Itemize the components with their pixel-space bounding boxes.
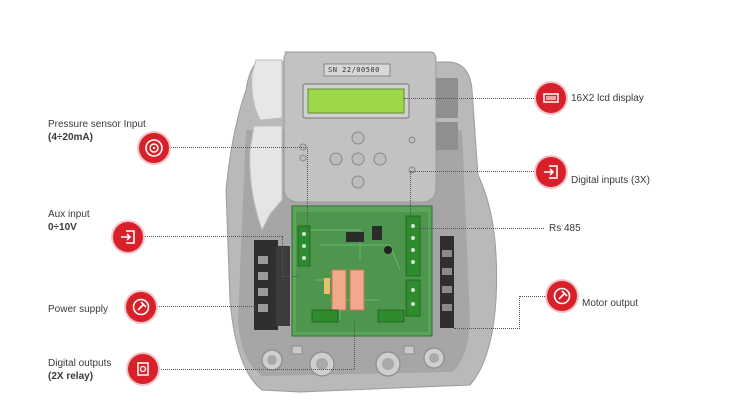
aux-input-title: Aux input [48,209,90,220]
leader-digital-in-v [410,171,411,219]
leader-motor-2 [454,328,520,329]
digital-outputs-title: Digital outputs [48,358,112,369]
pressure-sensor-title: Pressure sensor Input [48,119,146,130]
leader-motor-v [519,296,520,329]
input-arrow-icon [113,222,143,252]
leader-power [156,306,256,307]
leader-pressure [168,147,308,148]
leader-relay [158,369,354,370]
lcd-display-label: 16X2 lcd display [571,93,644,104]
leader-relay-v [354,318,355,369]
digital-outputs-label: Digital outputs (2X relay) [48,357,111,383]
aux-input-label: Aux input 0÷10V [48,208,90,234]
leader-digital-in [410,171,534,172]
digital-inputs-label: Digital inputs (3X) [571,175,650,186]
pressure-sensor-label: Pressure sensor Input (4÷20mA) [48,118,146,144]
power-supply-label: Power supply [48,304,109,315]
serial-number: SN 22/00500 [328,66,380,74]
leader-pressure-v [307,147,308,232]
leader-motor [519,296,547,297]
power-plug-icon [126,292,156,322]
input-arrow-icon [536,157,566,187]
leader-aux-v [282,236,283,276]
leader-rs485 [420,228,544,229]
motor-output-label: Motor output [582,298,639,309]
leader-aux-2 [282,276,300,277]
rs485-label: Rs 485 [549,223,581,234]
pressure-sensor-detail: (4÷20mA) [48,132,93,143]
pressure-gauge-icon [139,133,169,163]
leader-aux [142,236,282,237]
motor-plug-icon [547,281,577,311]
relay-icon [128,354,158,384]
leader-lcd [404,98,534,99]
lcd-display-icon [536,83,566,113]
digital-outputs-detail: (2X relay) [48,371,94,382]
aux-input-detail: 0÷10V [48,222,77,233]
